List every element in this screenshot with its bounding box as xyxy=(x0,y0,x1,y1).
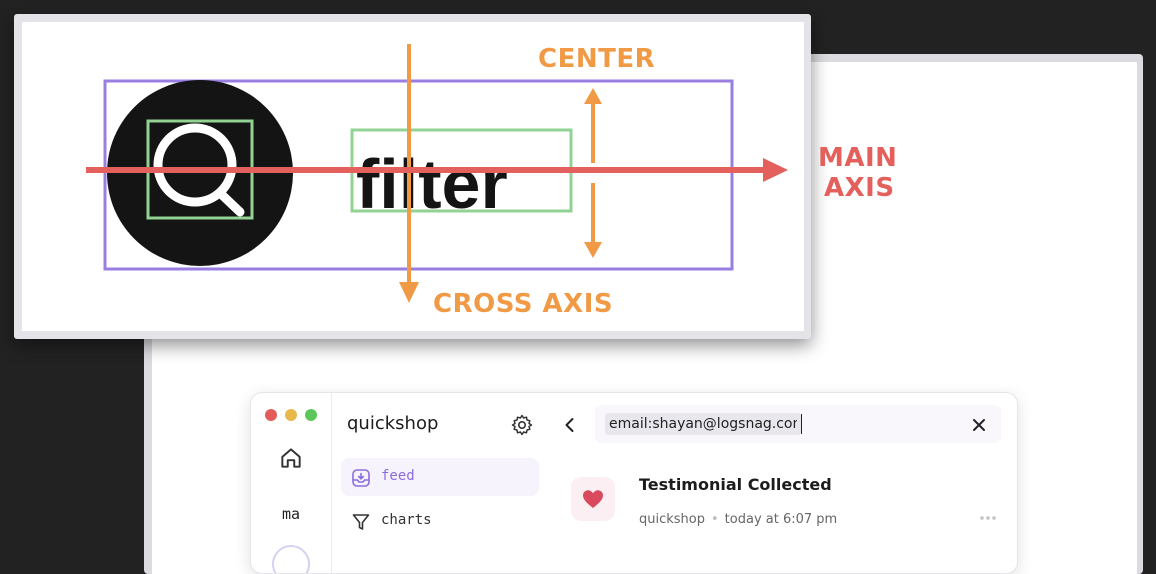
funnel-icon xyxy=(352,514,370,530)
event-meta: quickshop • today at 6:07 pm xyxy=(639,512,837,527)
gear-icon[interactable] xyxy=(510,413,534,437)
home-icon[interactable] xyxy=(278,445,304,471)
workspace-switcher[interactable]: ma xyxy=(281,505,301,523)
app-window: ma quickshop feed charts xyxy=(250,392,1018,574)
sidebar-item-label: feed xyxy=(381,468,415,484)
workspace-rail: ma xyxy=(251,393,332,573)
center-label: CENTER xyxy=(538,44,655,74)
cross-axis-label: CROSS AXIS xyxy=(433,289,613,319)
chevron-left-icon[interactable] xyxy=(561,416,579,434)
search-icon xyxy=(153,123,245,217)
event-icon-tile xyxy=(571,477,615,521)
main-axis-label-line2: AXIS xyxy=(824,173,895,203)
window-maximize-button[interactable] xyxy=(305,409,317,421)
project-name: quickshop xyxy=(347,413,439,434)
window-close-button[interactable] xyxy=(265,409,277,421)
main-axis-arrowhead xyxy=(763,158,788,182)
main-axis-label-line1: MAIN xyxy=(818,143,897,173)
window-minimize-button[interactable] xyxy=(285,409,297,421)
more-options-icon[interactable] xyxy=(979,512,997,524)
close-icon[interactable] xyxy=(971,417,987,433)
sidebar-item-feed[interactable]: feed xyxy=(341,458,539,496)
center-arrows xyxy=(584,88,602,258)
cross-axis-arrowhead xyxy=(399,282,419,303)
event-project: quickshop xyxy=(639,512,705,527)
sidebar-item-label: charts xyxy=(381,512,432,528)
sidebar-item-charts[interactable]: charts xyxy=(341,502,539,540)
avatar[interactable] xyxy=(272,545,310,573)
text-caret xyxy=(801,414,802,434)
flex-axis-diagram: filter CENTER MAIN AXIS CROSS AXIS xyxy=(86,44,897,319)
event-time: today at 6:07 pm xyxy=(724,512,838,527)
meta-separator: • xyxy=(711,512,719,527)
inbox-icon xyxy=(352,469,370,487)
sidebar: quickshop feed charts xyxy=(331,393,551,573)
event-title: Testimonial Collected xyxy=(639,475,832,494)
container-box xyxy=(103,79,734,271)
search-bar xyxy=(595,405,1001,443)
main-panel: Testimonial Collected quickshop • today at… xyxy=(551,393,1017,573)
heart-icon xyxy=(583,490,603,508)
search-input[interactable] xyxy=(605,413,801,435)
